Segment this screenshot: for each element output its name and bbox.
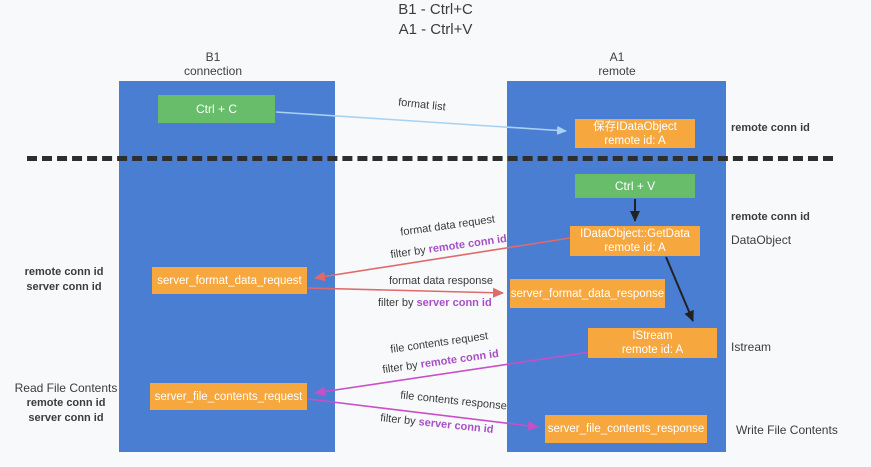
right-remote-conn-id-mid: remote conn id	[731, 211, 810, 223]
istream-node: IStream remote id: A	[588, 328, 717, 358]
save-idataobject-node: 保存IDataObject remote id: A	[575, 119, 695, 148]
server-file-contents-response-node: server_file_contents_response	[545, 415, 707, 443]
format-data-request-label: format data request	[399, 213, 496, 239]
save-idataobject-line1: 保存IDataObject	[593, 120, 677, 133]
file-contents-response-label: file contents response	[399, 389, 508, 413]
idataobject-getdata-node: IDataObject::GetData remote id: A	[570, 226, 700, 256]
dataobject-label: DataObject	[731, 233, 792, 247]
ctrl-c-node: Ctrl + C	[158, 95, 275, 123]
lane-header-left: B1 connection	[143, 50, 283, 78]
left-conn-id-group-top: remote conn id server conn id	[18, 265, 110, 295]
getdata-line1: IDataObject::GetData	[580, 228, 690, 240]
save-idataobject-line2: remote id: A	[604, 134, 666, 147]
ctrl-v-label: Ctrl + V	[614, 179, 656, 193]
phase-separator-dashed-line	[27, 156, 833, 161]
ctrl-c-label: Ctrl + C	[195, 102, 237, 116]
lane-left-subtitle: connection	[183, 64, 243, 78]
right-remote-conn-id-top: remote conn id	[731, 122, 810, 134]
filter-by-text: filter by	[379, 412, 420, 429]
write-file-contents-label: Write File Contents	[736, 423, 838, 437]
server-conn-id-text: server conn id	[417, 416, 495, 436]
format-data-response-label: format data response	[389, 275, 493, 287]
format-list-label: format list	[397, 96, 447, 114]
file-contents-response-filter-label: filter by server conn id	[380, 412, 494, 436]
filter-by-text: filter by	[389, 243, 430, 262]
server-format-data-request-node: server_format_data_request	[152, 267, 307, 294]
ctrl-v-node: Ctrl + V	[575, 174, 695, 198]
server-file-contents-response-label: server_file_contents_response	[547, 423, 705, 435]
left-remote-conn-id-bottom: remote conn id	[26, 397, 106, 409]
filter-by-text: filter by	[378, 297, 417, 309]
read-file-contents-label: Read File Contents	[14, 381, 118, 395]
server-file-contents-request-label: server_file_contents_request	[154, 390, 303, 403]
istream-line1: IStream	[632, 330, 673, 342]
remote-conn-id-text: remote conn id	[427, 232, 508, 256]
lane-header-right: A1 remote	[547, 50, 687, 78]
format-data-response-filter-label: filter by server conn id	[378, 297, 492, 309]
diagram-title: B1 - Ctrl+C A1 - Ctrl+V	[0, 0, 871, 40]
server-conn-id-text: server conn id	[416, 297, 492, 309]
lane-right-title: A1	[609, 50, 625, 64]
left-remote-conn-id-top: remote conn id	[24, 266, 104, 278]
remote-conn-id-text: remote conn id	[419, 347, 500, 371]
left-server-conn-id-bottom: server conn id	[28, 412, 104, 424]
server-format-data-response-node: server_format_data_response	[510, 279, 665, 308]
filter-by-text: filter by	[381, 358, 422, 377]
server-format-data-request-label: server_format_data_request	[157, 274, 302, 287]
server-format-data-response-label: server_format_data_response	[510, 287, 665, 300]
title-line-1: B1 - Ctrl+C	[398, 1, 473, 18]
title-line-2: A1 - Ctrl+V	[398, 21, 473, 38]
left-read-file-group: Read File Contents remote conn id server…	[12, 381, 120, 426]
istream-line2: remote id: A	[621, 344, 684, 356]
istream-side-label: Istream	[731, 340, 772, 354]
server-file-contents-request-node: server_file_contents_request	[150, 383, 307, 410]
lane-right-subtitle: remote	[598, 64, 636, 78]
lane-left-title: B1	[205, 50, 221, 64]
left-server-conn-id-top: server conn id	[26, 281, 102, 293]
format-data-response-arrow	[307, 287, 504, 298]
getdata-line2: remote id: A	[604, 242, 666, 254]
